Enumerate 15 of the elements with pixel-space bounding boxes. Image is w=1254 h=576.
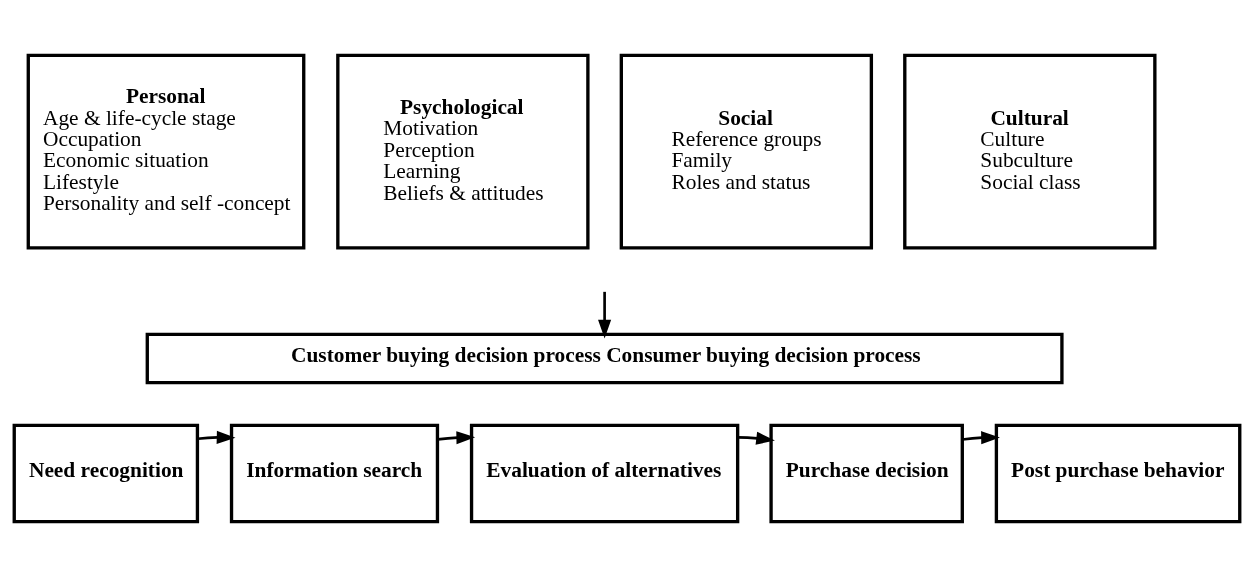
node-box: Post purchase behavior	[994, 423, 1242, 523]
node-box: Need recognition	[12, 423, 200, 523]
node-box: Psychological Motivation Perception Learning Beliefs & attitudes	[336, 53, 590, 250]
arrow	[598, 291, 612, 338]
arrow	[962, 430, 1000, 444]
node-box: Evaluation of alternatives	[469, 423, 740, 523]
arrow	[737, 431, 775, 445]
node-box: Customer buying decision process Consumer buying decision process	[145, 332, 1064, 384]
node-box: Personal Age & life-cycle stage Occupation Economic situation Lifestyle Personality and self -concept	[26, 53, 306, 250]
node-box: Cultural Culture Subculture Social class	[903, 53, 1157, 250]
node-box: Purchase decision	[769, 423, 964, 523]
node-box: Social Reference groups Family Roles and status	[619, 53, 874, 250]
node-box: Information search	[229, 423, 440, 523]
arrow	[437, 430, 476, 444]
arrow	[197, 430, 236, 444]
